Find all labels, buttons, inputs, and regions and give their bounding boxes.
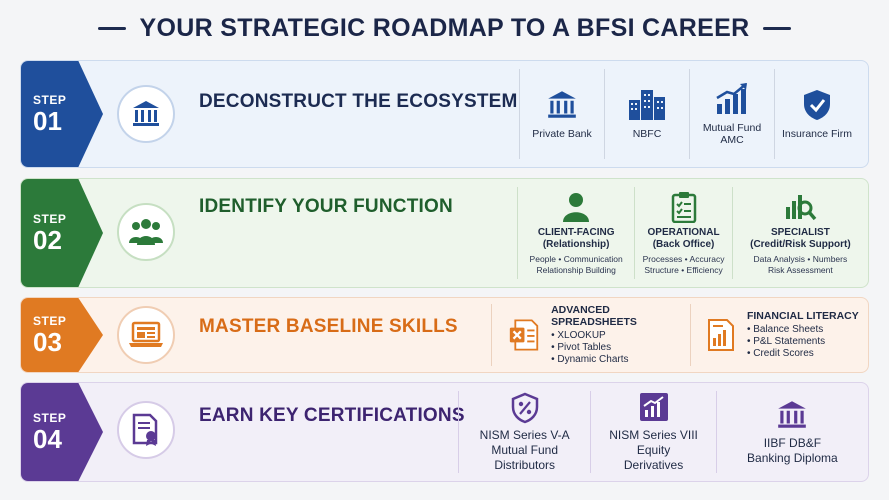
title-dash-right [763, 26, 792, 30]
role-title: SPECIALIST [770, 226, 830, 238]
role-operational: OPERATIONAL (Back Office) Processes • Ac… [634, 187, 731, 279]
skill-advanced-spreadsheets: ADVANCED SPREADSHEETS • XLOOKUP • Pivot … [491, 304, 690, 366]
ecosystem-label: NBFC [632, 128, 662, 140]
skill-financial-literacy: FINANCIAL LITERACY • Balance Sheets • P&… [689, 304, 868, 366]
spreadsheet-icon [509, 319, 539, 351]
step-03-card: STEP 03 MASTER BASELINE SKILLS AD [20, 297, 869, 373]
step-01-tab: STEP 01 [21, 61, 103, 167]
role-title: OPERATIONAL [647, 226, 720, 238]
role-subtitle: (Credit/Risk Support) [750, 238, 851, 250]
buildings-icon [629, 90, 665, 120]
step-02-tab: STEP 02 [21, 179, 103, 287]
function-list: CLIENT-FACING (Relationship) People • Co… [517, 187, 868, 279]
skill-text: FINANCIAL LITERACY • Balance Sheets • P&… [747, 310, 859, 360]
step-label: STEP [33, 212, 67, 226]
step-number: 04 [33, 424, 62, 454]
cert-nism-v-a: NISM Series V-A Mutual Fund Distributors [458, 391, 590, 473]
ecosystem-item-private-bank: Private Bank [519, 69, 604, 159]
skill-title: FINANCIAL LITERACY [746, 310, 859, 322]
person-icon [563, 192, 590, 222]
cert-line: IIBF DB&F [763, 436, 822, 450]
cert-line: Derivatives [623, 457, 684, 472]
role-specialist: SPECIALIST (Credit/Risk Support) Data An… [731, 187, 868, 279]
cert-line: NISM Series V-A [479, 427, 570, 442]
growth-chart-icon [716, 83, 747, 114]
skill-text: ADVANCED SPREADSHEETS • XLOOKUP • Pivot … [551, 304, 686, 366]
role-subtitle: (Relationship) [542, 238, 610, 250]
ecosystem-label: Mutual Fund AMC [702, 122, 762, 146]
ecosystem-label: Private Bank [532, 128, 592, 140]
step-04-heading: EARN KEY CERTIFICATIONS [199, 405, 465, 426]
step-03-tab: STEP 03 [21, 298, 103, 372]
cert-line: Equity [636, 442, 671, 457]
role-client-facing: CLIENT-FACING (Relationship) People • Co… [517, 187, 634, 279]
bank-icon [133, 101, 159, 126]
skill-item: • P&L Statements [746, 336, 826, 347]
title-dash-left [97, 26, 126, 30]
cert-line: NISM Series VIII [609, 427, 698, 442]
step-number: 03 [33, 327, 62, 357]
title-row: YOUR STRATEGIC ROADMAP TO A BFSI CAREER [0, 12, 889, 44]
analysis-icon [786, 194, 817, 220]
cert-nism-viii: NISM Series VIII Equity Derivatives [590, 391, 715, 473]
skill-item: • Credit Scores [746, 348, 814, 359]
cert-line: Banking Diploma [747, 451, 838, 465]
certificate-icon [132, 413, 158, 446]
role-desc: People • Communication [529, 253, 623, 264]
step-label: STEP [33, 314, 67, 328]
step-01-circle [117, 85, 175, 143]
role-desc: Risk Assessment [768, 264, 833, 275]
step-04-circle [117, 401, 175, 459]
step-02-circle [117, 203, 175, 261]
ecosystem-list: Private Bank NBFC [519, 69, 868, 159]
step-03-circle [117, 306, 175, 364]
team-icon [129, 219, 163, 245]
skills-list: ADVANCED SPREADSHEETS • XLOOKUP • Pivot … [491, 304, 868, 366]
skill-item: • Pivot Tables [551, 342, 612, 353]
step-label: STEP [33, 93, 67, 107]
certifications-list: NISM Series V-A Mutual Fund Distributors… [458, 391, 868, 473]
ecosystem-item-mutual-fund-amc: Mutual Fund AMC [689, 69, 774, 159]
ecosystem-label: Insurance Firm [781, 128, 853, 140]
skill-item: • Balance Sheets [746, 324, 824, 335]
report-icon [707, 319, 734, 351]
step-number: 01 [33, 106, 62, 136]
step-02-heading: IDENTIFY YOUR FUNCTION [199, 196, 453, 217]
role-desc: Relationship Building [536, 264, 616, 275]
step-03-heading: MASTER BASELINE SKILLS [199, 316, 458, 337]
cert-iibf-dbf: IIBF DB&F Banking Diploma [715, 391, 868, 473]
bank-icon [778, 401, 807, 428]
role-title: CLIENT-FACING [537, 226, 615, 238]
step-number: 02 [33, 225, 62, 255]
checklist-icon [671, 191, 696, 223]
page-title: YOUR STRATEGIC ROADMAP TO A BFSI CAREER [139, 13, 750, 42]
step-04-tab: STEP 04 [21, 383, 103, 481]
skill-title: ADVANCED SPREADSHEETS [551, 304, 637, 328]
role-desc: Data Analysis • Numbers [753, 253, 848, 264]
step-01-card: STEP 01 DECONSTRUCT THE ECOSYSTEM Privat… [20, 60, 869, 168]
step-01-heading: DECONSTRUCT THE ECOSYSTEM [199, 91, 518, 112]
role-desc: Processes • Accuracy [642, 253, 725, 264]
skill-item: • XLOOKUP [551, 330, 606, 341]
cert-line: Mutual Fund [491, 442, 559, 457]
step-label: STEP [33, 411, 67, 425]
shield-percent-icon [511, 392, 538, 423]
bank-icon [548, 91, 576, 118]
cert-line: Distributors [494, 457, 556, 472]
shield-check-icon [804, 90, 830, 120]
ecosystem-item-insurance-firm: Insurance Firm [774, 69, 859, 159]
role-subtitle: (Back Office) [652, 238, 715, 250]
laptop-icon [129, 321, 163, 347]
step-02-card: STEP 02 IDENTIFY YOUR FUNCTION CLIENT-FA… [20, 178, 869, 288]
skill-item: • Dynamic Charts [551, 354, 629, 365]
ecosystem-item-nbfc: NBFC [604, 69, 689, 159]
role-desc: Structure • Efficiency [644, 264, 723, 275]
step-04-card: STEP 04 EARN KEY CERTIFICATIONS NISM Ser… [20, 382, 869, 482]
chart-up-icon [639, 392, 668, 421]
